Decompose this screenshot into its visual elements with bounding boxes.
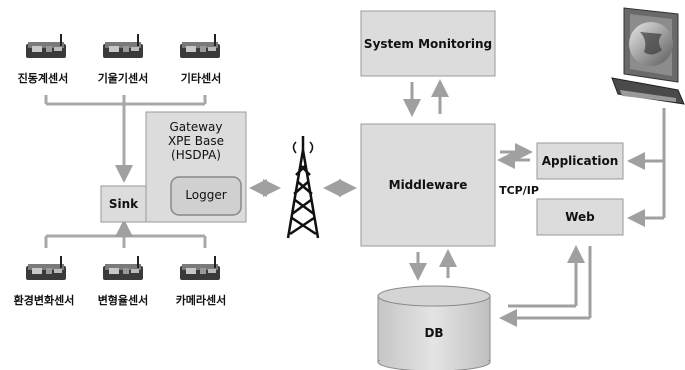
sensor-icon-environment — [26, 256, 66, 280]
gateway-label: Gateway XPE Base (HSDPA) — [146, 120, 246, 162]
sensor-icon-tilt — [103, 34, 143, 58]
logger-label: Logger — [185, 188, 227, 202]
tcpip-label: TCP/IP — [499, 184, 539, 197]
middleware-box — [360, 123, 496, 247]
gateway-line-2: XPE Base — [167, 134, 225, 148]
sensor-label-strain: 변형율센서 — [97, 294, 149, 307]
db-cylinder — [377, 285, 491, 370]
application-box — [536, 142, 624, 180]
middleware-label: Middleware — [388, 178, 468, 192]
sensor-label-other: 기타센서 — [180, 72, 222, 85]
sensor-label-camera: 카메라센서 — [175, 294, 227, 307]
application-label: Application — [541, 154, 619, 168]
system-monitoring-label: System Monitoring — [363, 37, 493, 51]
computer-globe-icon — [611, 7, 685, 105]
sink-label: Sink — [108, 197, 139, 211]
gateway-line-3: (HSDPA) — [171, 148, 221, 162]
gateway-group — [100, 111, 247, 223]
gateway-line-1: Gateway — [169, 120, 223, 134]
sensor-label-tilt: 기울기센서 — [97, 72, 149, 85]
web-box — [536, 198, 624, 236]
antenna-tower-icon — [286, 136, 320, 239]
sensor-icon-strain — [103, 256, 143, 280]
system-monitoring-box — [360, 10, 496, 77]
sensor-wiring — [44, 95, 207, 248]
db-label: DB — [424, 326, 444, 340]
sensor-icon-camera — [180, 256, 220, 280]
sensor-label-vibration: 진동계센서 — [17, 72, 69, 85]
sensor-icon-other — [180, 34, 220, 58]
sensor-label-environment: 환경변화센서 — [13, 294, 75, 307]
connection-arrows — [249, 79, 666, 327]
sensor-icon-vibration — [26, 34, 66, 58]
web-label: Web — [565, 210, 595, 224]
